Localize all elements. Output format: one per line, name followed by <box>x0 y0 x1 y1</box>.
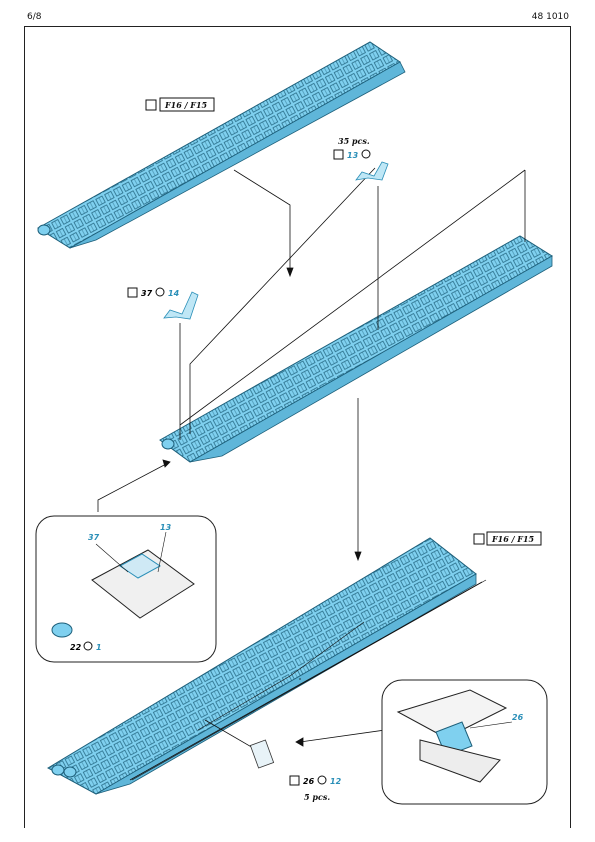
part-12-num: 12 <box>330 777 342 786</box>
part-13-num-inset: 13 <box>160 523 172 532</box>
header-rule <box>24 26 571 27</box>
leader-lines <box>97 167 526 781</box>
spacing-guides <box>131 579 487 781</box>
qty-35-label: 35 pcs. <box>338 136 370 146</box>
strip-bottom <box>46 537 477 795</box>
strip-top <box>37 41 406 249</box>
variant-label-top: F16 / F15 <box>164 100 208 110</box>
part-1-num: 1 <box>96 643 102 652</box>
part-37-num-top: 37 <box>141 289 153 298</box>
detail-inset-right <box>381 679 548 805</box>
strip-middle <box>159 235 553 463</box>
part-14-detail <box>163 291 199 320</box>
part-14-num: 14 <box>168 289 180 298</box>
kit-number: 48 1010 <box>531 12 569 22</box>
part-26-num-inset: 26 <box>512 713 524 722</box>
variant-tag-top: F16 / F15 <box>145 97 215 112</box>
qty-5-label: 5 pcs. <box>304 792 330 802</box>
part-26-num: 26 <box>303 777 315 786</box>
part-12-detail <box>249 739 275 769</box>
variant-label-bottom: F16 / F15 <box>491 534 535 544</box>
variant-tag-bottom: F16 / F15 <box>473 531 542 546</box>
part-13-detail <box>355 161 389 181</box>
page-frame-left <box>24 26 25 828</box>
part-13-num: 13 <box>347 151 359 160</box>
part-37-num-inset: 37 <box>88 533 100 542</box>
detail-inset-left <box>35 515 217 663</box>
page-frame-right <box>570 26 571 828</box>
page-number: 6/8 <box>27 12 42 22</box>
part-22-num: 22 <box>70 643 82 652</box>
